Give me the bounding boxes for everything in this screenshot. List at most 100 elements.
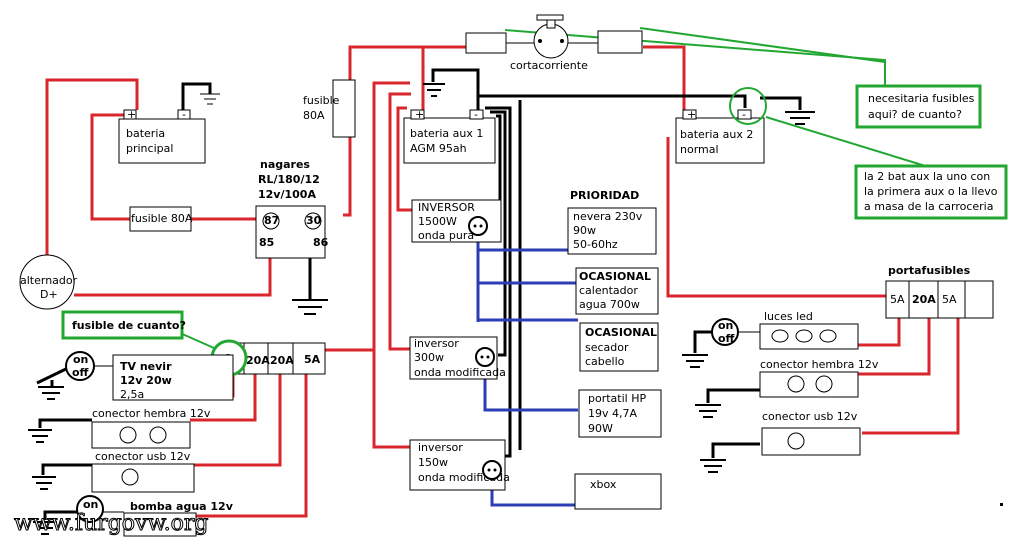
svg-text:5A: 5A [942,293,957,306]
svg-text:30: 30 [306,214,322,227]
ground-icon [423,83,445,97]
green-callout-lines [179,27,933,349]
svg-text:bateria aux 1: bateria aux 1 [410,127,483,140]
fusible-80a-box: fusible 80A [129,206,193,232]
outlet-icon [468,216,488,236]
nagares-relay: nagares RL/180/12 12v/100A 87 30 85 86 [255,158,329,259]
svg-text:fusible 80A: fusible 80A [131,212,193,225]
ground-symbols [28,83,815,535]
svg-text:a masa de la carroceria: a masa de la carroceria [864,200,993,213]
svg-text:fusible: fusible [303,94,340,107]
red-wires [45,45,960,518]
svg-text:+: + [127,108,136,121]
nevera-box: nevera 230v 90w 50-60hz [567,207,657,255]
ground-icon [38,386,64,400]
bateria-principal: + - bateria principal [118,108,206,164]
svg-text:12v 20w: 12v 20w [120,374,172,387]
svg-text:80A: 80A [303,109,325,122]
svg-text:conector hembra 12v: conector hembra 12v [92,407,211,420]
svg-text:onda modificada: onda modificada [414,366,506,379]
svg-text:cabello: cabello [585,355,625,368]
svg-text:calentador: calentador [579,284,638,297]
svg-text:90w: 90w [573,224,596,237]
prioridad-label: PRIORIDAD [570,189,639,202]
svg-text:inversor: inversor [418,441,463,454]
dot [1000,503,1003,506]
svg-text:secador: secador [585,341,629,354]
cortacorriente: cortacorriente [465,14,643,72]
svg-text:nagares: nagares [260,158,310,171]
svg-text:20A: 20A [912,293,936,306]
ground-icon [200,93,220,105]
svg-text:bomba agua 12v: bomba agua 12v [130,500,234,513]
svg-text:agua 700w: agua 700w [579,298,640,311]
fusible-80a-top: fusible 80A [303,79,356,138]
outlet-icon [475,347,495,367]
on-off-switch-icon [65,351,95,381]
svg-text:5A: 5A [304,353,321,366]
svg-text:normal: normal [680,143,719,156]
svg-text:portafusibles: portafusibles [888,264,971,277]
svg-text:bateria: bateria [126,127,165,140]
inversor-150w: inversor 150w onda modificada [409,439,510,491]
svg-text:on: on [83,498,98,511]
svg-text:off: off [718,332,735,345]
svg-text:150w: 150w [418,456,448,469]
bateria-aux-1: + - bateria aux 1 AGM 95ah [403,108,496,164]
alternador: alternador D+ [19,254,78,310]
svg-text:12v/100A: 12v/100A [258,188,316,201]
svg-text:1500W: 1500W [418,215,457,228]
cortacorriente-label: cortacorriente [510,59,588,72]
svg-text:on: on [73,353,88,366]
ground-icon [785,111,815,125]
svg-text:luces led: luces led [764,310,813,323]
svg-text:INVERSOR: INVERSOR [418,201,475,214]
svg-text:on: on [718,319,733,332]
svg-text:off: off [72,366,89,379]
svg-text:OCASIONAL: OCASIONAL [579,270,651,283]
svg-text:86: 86 [313,236,329,249]
conector-hembra-right: conector hembra 12v [759,358,879,398]
svg-text:-: - [474,108,478,121]
ground-icon [33,521,57,535]
ground-icon [32,476,56,490]
inversor-300w: inversor 300w onda modificada [409,336,506,380]
cortacorriente-block-left [465,32,507,54]
svg-text:2,5a: 2,5a [120,388,144,401]
conector-usb-right: conector usb 12v [761,410,861,456]
black-wires [36,68,802,520]
svg-text:conector usb 12v: conector usb 12v [95,450,191,463]
svg-text:87: 87 [264,214,279,227]
tv-nevir: TV nevir 12v 20w 2,5a on off [65,351,234,401]
ground-icon [695,404,721,418]
svg-text:20A: 20A [246,354,270,367]
svg-text:xbox: xbox [590,478,617,491]
callout-necesitaria-fusibles: necesitaria fusibles aqui? de cuanto? [855,84,982,129]
svg-text:conector usb 12v: conector usb 12v [762,410,858,423]
svg-text:-: - [182,108,186,121]
svg-text:principal: principal [126,142,173,155]
portatil-box: portatil HP 19v 4,7A 90W [578,389,662,438]
ground-icon [682,354,708,368]
svg-text:TV nevir: TV nevir [120,360,172,373]
svg-text:5A: 5A [890,293,905,306]
svg-text:portatil HP: portatil HP [588,392,646,405]
secador-box: OCASIONAL secador cabello [579,322,659,372]
svg-text:inversor: inversor [414,337,459,350]
svg-text:90W: 90W [588,422,613,435]
outlet-icon [482,460,502,480]
svg-text:AGM 95ah: AGM 95ah [410,142,467,155]
watermark: www.furgovw.org [14,511,209,536]
svg-text:20A: 20A [270,354,294,367]
svg-text:necesitaria fusibles: necesitaria fusibles [868,92,975,105]
svg-text:RL/180/12: RL/180/12 [258,173,320,186]
calentador-box: OCASIONAL calentador agua 700w [575,267,659,315]
svg-text:aqui? de cuanto?: aqui? de cuanto? [868,108,962,121]
xbox-box: xbox [574,473,662,510]
svg-text:OCASIONAL: OCASIONAL [585,326,657,339]
svg-text:300w: 300w [414,351,444,364]
cortacorriente-block-right [597,30,643,54]
callout-fusible-de-cuanto: fusible de cuanto? [61,310,186,340]
svg-text:fusible de cuanto?: fusible de cuanto? [72,319,186,332]
